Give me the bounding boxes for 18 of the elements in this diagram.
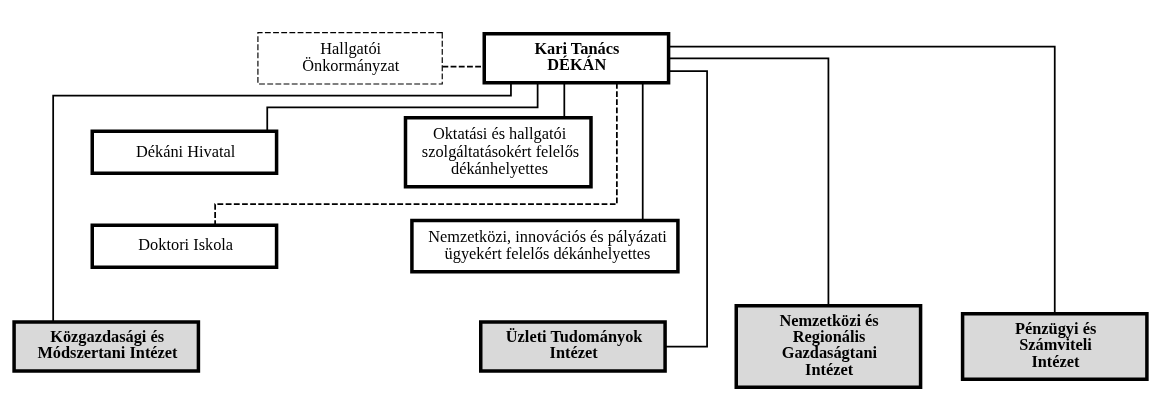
connector bbox=[214, 81, 618, 226]
connector bbox=[52, 81, 512, 323]
node-box: Közgazdasági és Módszertani Intézet bbox=[12, 319, 201, 373]
connector bbox=[667, 56, 830, 306]
node-box: Dékáni Hivatal bbox=[90, 129, 279, 175]
node-box: Nemzetközi és Regionális Gazdaságtani Intézet bbox=[734, 303, 923, 389]
node-box: Pénzügyi és Számviteli Intézet bbox=[960, 311, 1149, 381]
connector bbox=[266, 81, 539, 132]
node-box: Doktori Iskola bbox=[90, 222, 279, 269]
node-box: Üzleti Tudományok Intézet bbox=[479, 319, 667, 373]
connector bbox=[563, 81, 566, 118]
node-box: Kari Tanács DÉKÁN bbox=[482, 31, 671, 85]
node-box: Oktatási és hallgatói szolgáltatásokért felelős dékánhelyettes bbox=[403, 115, 593, 188]
node-box: Hallgatói Önkormányzat bbox=[257, 31, 443, 85]
connector bbox=[664, 69, 708, 347]
connector bbox=[641, 81, 644, 221]
connector bbox=[667, 45, 1056, 314]
node-box: Nemzetközi, innovációs és pályázati ügyekért felelős dékánhelyettes bbox=[410, 218, 680, 274]
